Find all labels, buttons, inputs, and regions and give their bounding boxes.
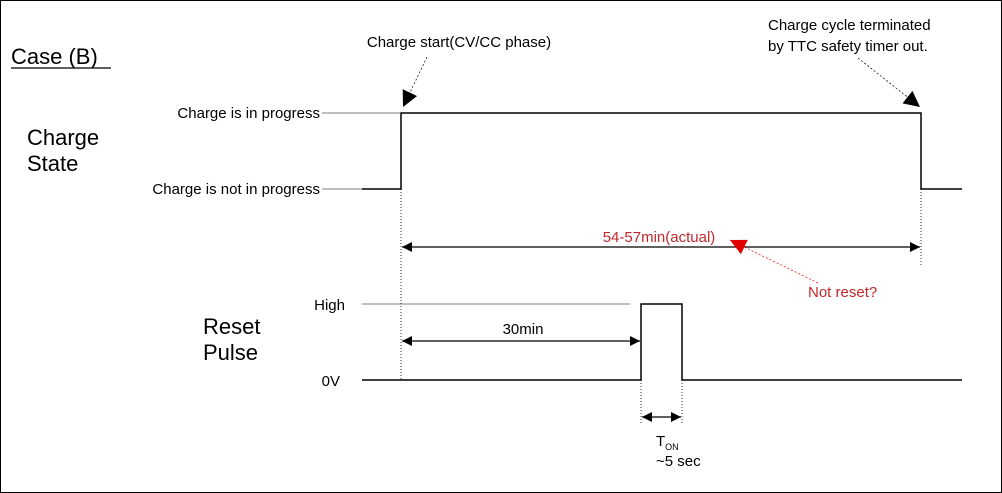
charge-state-waveform xyxy=(362,112,962,190)
charge-state-title-line2: State xyxy=(27,151,78,176)
thirty-min-label: 30min xyxy=(503,321,544,338)
ton-value-label: ~5 sec xyxy=(656,453,701,470)
ton-label-subscript: ON xyxy=(665,442,679,452)
terminated-label-line2: by TTC safety timer out. xyxy=(768,38,928,55)
reset-pulse-title-line1: Reset xyxy=(203,314,260,339)
reset-pulse-waveform xyxy=(362,303,962,381)
ton-label-main: T xyxy=(656,433,665,450)
charge-level-low-label: Charge is not in progress xyxy=(152,181,320,198)
reset-level-high-label: High xyxy=(314,297,345,314)
terminated-pointer xyxy=(857,57,921,108)
actual-duration-label: 54-57min(actual) xyxy=(603,229,716,246)
ton-label: TON xyxy=(656,433,679,452)
terminated-label-line1: Charge cycle terminated xyxy=(768,17,931,34)
charge-level-high-label: Charge is in progress xyxy=(177,105,320,122)
charge-start-pointer xyxy=(402,56,428,108)
charge-start-label: Charge start(CV/CC phase) xyxy=(367,34,551,51)
case-title: Case (B) xyxy=(11,44,98,69)
charge-state-title-line1: Charge xyxy=(27,125,99,150)
not-reset-pointer xyxy=(729,239,819,284)
not-reset-label: Not reset? xyxy=(808,284,877,301)
reset-level-low-label: 0V xyxy=(322,373,340,390)
reset-pulse-title-line2: Pulse xyxy=(203,340,258,365)
